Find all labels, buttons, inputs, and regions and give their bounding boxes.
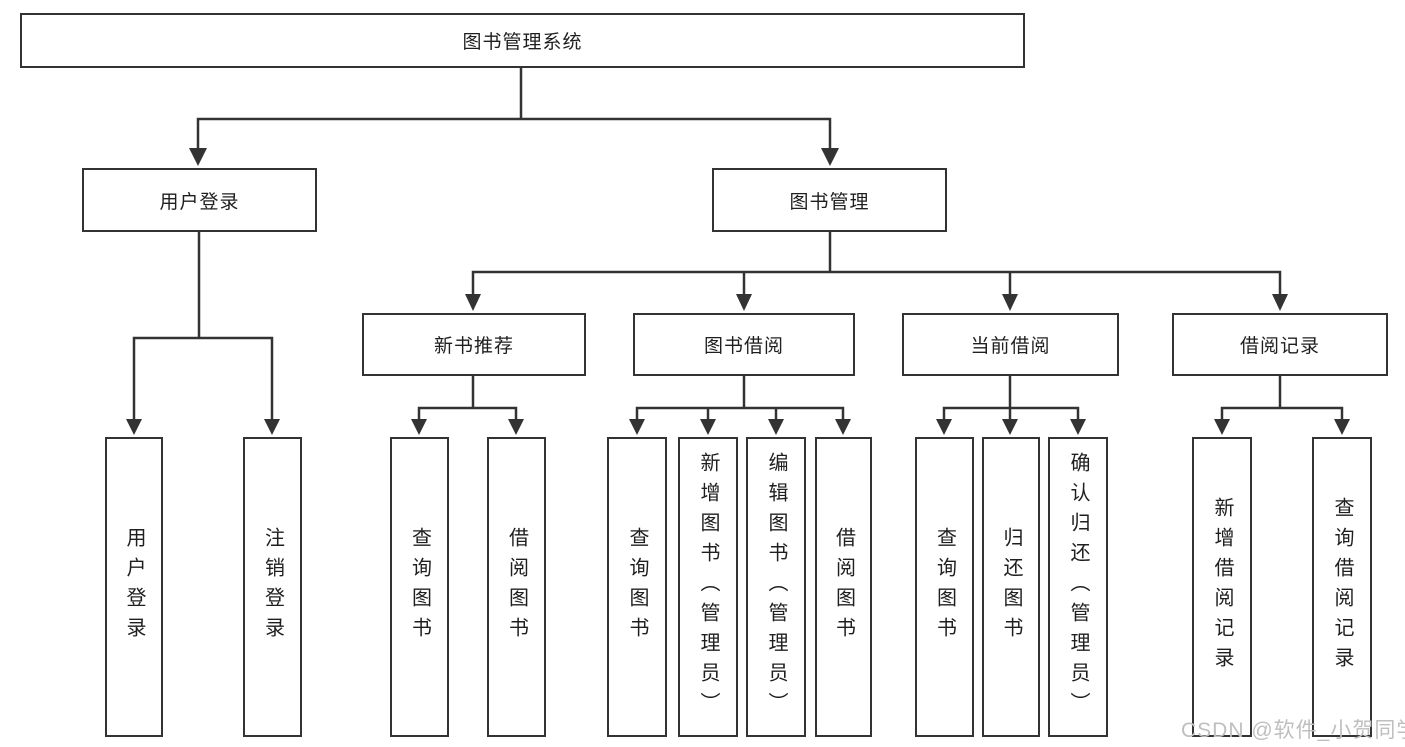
- leaf-borrow-books: 借阅图书: [815, 437, 872, 737]
- leaf-edit-book-admin: 编辑图书（管理员）: [746, 437, 806, 737]
- leaf-query-books-current-label: 查询图书: [933, 527, 956, 647]
- csdn-watermark: CSDN @软件_小贺同学: [1181, 719, 1405, 742]
- edge-recommend-group: [411, 376, 524, 435]
- leaf-add-borrow-record-label: 新增借阅记录: [1211, 497, 1233, 677]
- leaf-add-borrow-record: 新增借阅记录: [1192, 437, 1252, 737]
- leaf-logout: 注销登录: [243, 437, 302, 737]
- node-borrow-records: 借阅记录: [1172, 313, 1388, 376]
- edge-current-group: [936, 376, 1086, 435]
- leaf-add-book-admin-label: 新增图书（管理员）: [697, 452, 719, 722]
- node-book-mgmt: 图书管理: [712, 168, 947, 232]
- leaf-query-borrow-record-label: 查询借阅记录: [1331, 497, 1353, 677]
- leaf-return-book-label: 归还图书: [1000, 527, 1022, 647]
- leaf-query-borrow-record: 查询借阅记录: [1312, 437, 1372, 737]
- node-root: 图书管理系统: [20, 13, 1025, 68]
- leaf-logout-label: 注销登录: [261, 527, 284, 647]
- leaf-borrow-books-recommend: 借阅图书: [487, 437, 546, 737]
- edge-root-to-level2: [189, 68, 839, 166]
- leaf-user-login-label: 用户登录: [123, 527, 145, 647]
- edge-records-group: [1214, 376, 1350, 435]
- edge-mgmt-to-level3: [465, 232, 1288, 311]
- leaf-query-books-borrow: 查询图书: [607, 437, 667, 737]
- edge-login-to-leaves: [126, 232, 280, 435]
- leaf-query-books-borrow-label: 查询图书: [626, 527, 648, 647]
- leaf-return-book: 归还图书: [982, 437, 1040, 737]
- leaf-borrow-books-recommend-label: 借阅图书: [505, 527, 528, 647]
- node-book-borrow: 图书借阅: [633, 313, 855, 376]
- leaf-borrow-books-label: 借阅图书: [832, 527, 855, 647]
- leaf-query-books-current: 查询图书: [915, 437, 974, 737]
- node-current-borrow: 当前借阅: [902, 313, 1119, 376]
- node-user-login: 用户登录: [82, 168, 317, 232]
- leaf-confirm-return-admin-label: 确认归还（管理员）: [1067, 452, 1089, 722]
- leaf-user-login: 用户登录: [105, 437, 163, 737]
- leaf-confirm-return-admin: 确认归还（管理员）: [1048, 437, 1108, 737]
- leaf-query-books-recommend: 查询图书: [390, 437, 449, 737]
- node-new-book-recommend: 新书推荐: [362, 313, 586, 376]
- edge-borrow-group: [629, 376, 851, 435]
- leaf-edit-book-admin-label: 编辑图书（管理员）: [765, 452, 787, 722]
- leaf-add-book-admin: 新增图书（管理员）: [678, 437, 738, 737]
- leaf-query-books-recommend-label: 查询图书: [408, 527, 431, 647]
